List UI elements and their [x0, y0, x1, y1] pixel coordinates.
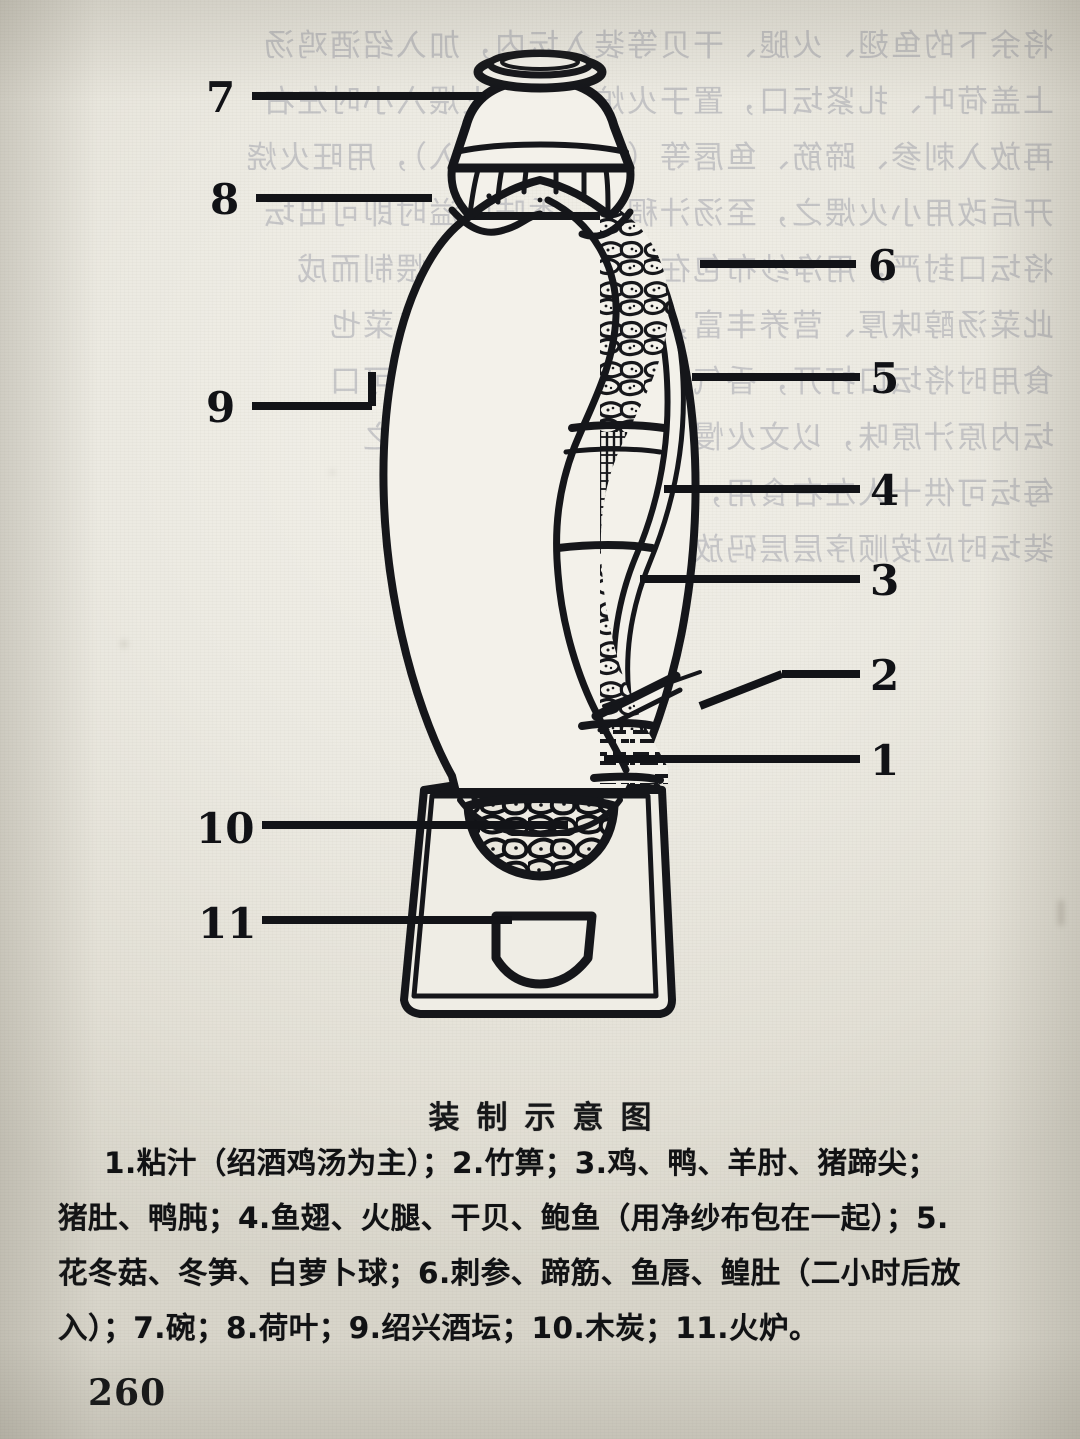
paper-speck [330, 470, 335, 475]
lotus-leaf-wrap [447, 164, 635, 240]
paper-speck [1058, 900, 1064, 926]
leader-label-9: 9 [206, 383, 235, 432]
leader-label-2: 2 [870, 651, 899, 700]
legend-line-2: 猪肚、鸭肫；4.鱼翅、火腿、干贝、鲍鱼（用净纱布包在一起）；5. [58, 1201, 949, 1235]
leader-label-7: 7 [206, 73, 235, 122]
assembly-diagram-figure: 7 8 9 10 11 6 5 4 3 2 1 [196, 49, 899, 1018]
bamboo-grate [591, 670, 702, 733]
leader-label-8: 8 [210, 175, 239, 224]
leader-label-1: 1 [870, 736, 899, 785]
leader-label-3: 3 [870, 556, 899, 605]
leader-label-6: 6 [868, 241, 897, 290]
paper-speck [120, 640, 128, 648]
leader-number-labels: 7 8 9 10 11 6 5 4 3 2 1 [196, 73, 899, 948]
legend-line-3: 花冬菇、冬笋、白萝卜球；6.刺参、蹄筋、鱼唇、鳇肚（二小时后放 [58, 1256, 961, 1290]
bowl-lid [447, 49, 635, 173]
charcoal-bed [457, 794, 623, 881]
legend-line-1: 1.粘汁（绍酒鸡汤为主）；2.竹箅；3.鸡、鸭、羊肘、猪蹄尖； [104, 1146, 938, 1180]
page-number: 260 [88, 1372, 167, 1414]
leader-label-10: 10 [196, 804, 254, 853]
leader-label-4: 4 [870, 466, 899, 515]
figure-legend: 1.粘汁（绍酒鸡汤为主）；2.竹箅；3.鸡、鸭、羊肘、猪蹄尖； 猪肚、鸭肫；4.… [58, 1136, 1068, 1356]
leader-lines [252, 92, 860, 924]
leader-label-5: 5 [870, 354, 899, 403]
figure-title: 装制示意图 [428, 1100, 669, 1136]
legend-line-4: 入）；7.碗；8.荷叶；9.绍兴酒坛；10.木炭；11.火炉。 [58, 1311, 819, 1345]
leader-label-11: 11 [198, 899, 256, 948]
